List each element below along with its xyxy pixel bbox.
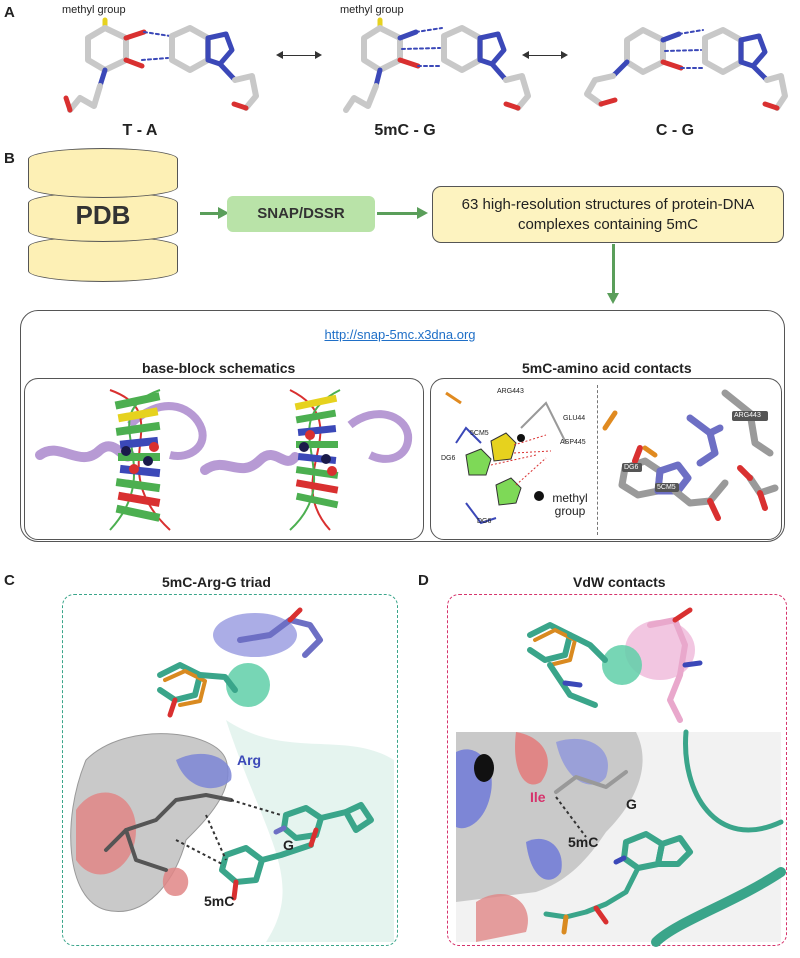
base-pair-c-g (584, 27, 788, 111)
methyl-group-label-2: methyl group (340, 4, 404, 16)
double-arrow-1 (276, 51, 322, 59)
label-g-d: G (626, 796, 637, 812)
methyl-group-label-1: methyl group (62, 4, 126, 16)
pair-label-c-g: C - G (655, 122, 695, 139)
arrow-result-to-website (607, 244, 619, 304)
double-arrow-2 (522, 51, 568, 59)
residue-label-dg6-top: DG6 (441, 455, 456, 462)
arrow-snap-to-result (377, 207, 428, 219)
panel-c-surface-model (70, 720, 394, 942)
arrow-pdb-to-snap (200, 207, 229, 219)
label-g-c: G (283, 837, 294, 853)
base-block-schematic-1 (35, 389, 207, 531)
panel-c-letter: C (4, 572, 15, 589)
panel-c-top-model (157, 607, 323, 718)
panel-c-title: 5mC-Arg-G triad (162, 574, 271, 590)
pdb-label: PDB (75, 200, 131, 230)
snap-dssr-box: SNAP/DSSR (227, 196, 375, 232)
label-5mc-d: 5mC (568, 834, 599, 850)
label-arg: Arg (237, 752, 262, 768)
panel-d-title: VdW contacts (573, 574, 666, 590)
website-link[interactable]: http://snap-5mc.x3dna.org (324, 327, 476, 342)
stick-label-arg443: ARG443 (734, 412, 761, 419)
schematics-title: base-block schematics (142, 360, 296, 376)
panel-c-frame (62, 594, 398, 946)
contacts-2d-schematic (445, 391, 567, 525)
panel-b-letter: B (4, 150, 15, 167)
residue-label-5cm5: 5CM5 (470, 430, 489, 437)
residue-label-arg443: ARG443 (497, 388, 524, 395)
residue-label-dg6-bottom: DG6 (477, 518, 492, 525)
residue-label-asp445: ASP445 (560, 439, 586, 446)
website-container (20, 310, 785, 542)
panel-d-frame (447, 594, 787, 946)
label-ile: Ile (530, 789, 546, 805)
panel-d-surface-model (456, 729, 786, 947)
base-block-schematic-2 (200, 389, 413, 531)
residue-label-glu44: GLU44 (563, 415, 586, 422)
contacts-divider (597, 385, 598, 535)
methyl-legend-dot (534, 491, 544, 501)
pair-label-5mc-g: 5mC - G (374, 122, 436, 139)
stick-label-dg6: DG6 (624, 464, 639, 471)
base-pair-t-a (63, 17, 259, 113)
label-5mc-c: 5mC (204, 893, 235, 909)
panel-d-top-model (527, 607, 703, 723)
contacts-title: 5mC-amino acid contacts (522, 360, 692, 376)
panel-a-letter: A (4, 4, 15, 21)
stick-label-5cm5: 5CM5 (657, 484, 676, 491)
pair-label-t-a: T - A (122, 122, 158, 139)
result-box: 63 high-resolution structures of protein… (432, 186, 784, 243)
base-pair-5mc-g (343, 17, 531, 113)
methyl-legend-label: methyl group (552, 491, 588, 518)
contacts-3d-stick-model (602, 389, 779, 521)
panel-d-letter: D (418, 572, 429, 589)
